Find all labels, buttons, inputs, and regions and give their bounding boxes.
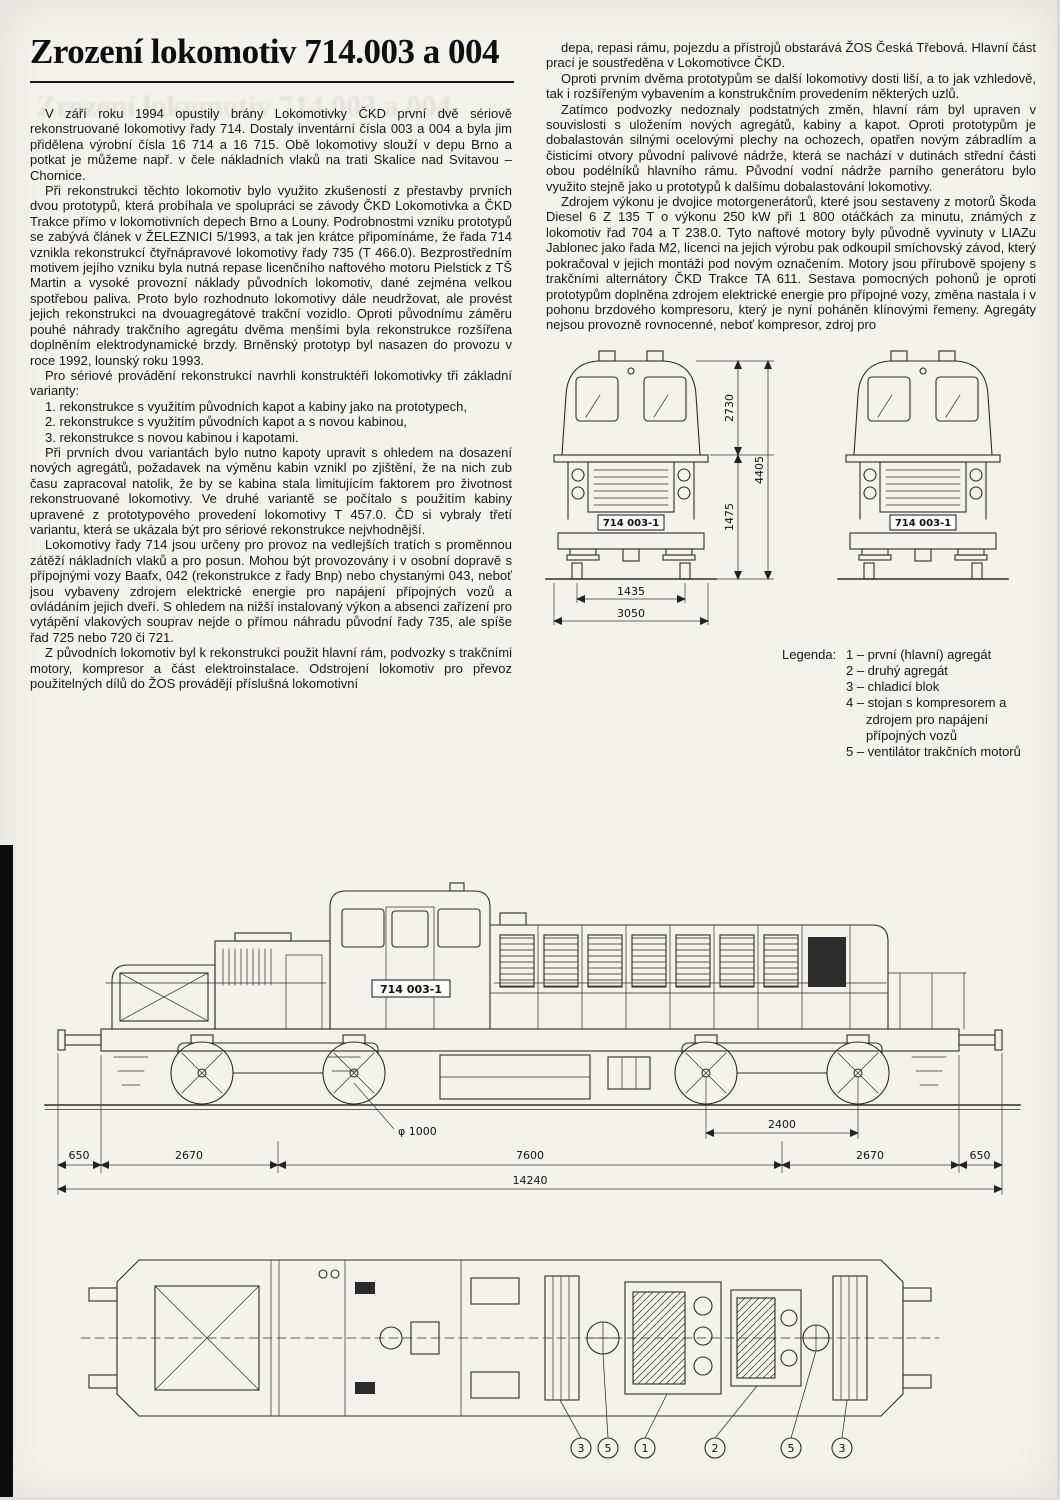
- bogie-right: [674, 1034, 890, 1105]
- callout-ventilator-right: 5: [788, 1442, 795, 1455]
- paragraph: Z původních lokomotiv byl k rekonstrukci…: [30, 645, 512, 692]
- paragraph: Oproti prvním dvěma prototypům se další …: [546, 70, 1036, 102]
- dim-wheel-diameter: φ 1000: [398, 1125, 437, 1138]
- side-view-drawing: 714 003-1: [44, 882, 1021, 1195]
- callout-ventilator-left: 5: [605, 1442, 612, 1455]
- legend-items: 1 – první (hlavní) agregát 2 – druhý agr…: [846, 647, 1040, 760]
- dim-seg-650-left: 650: [69, 1149, 90, 1162]
- top-view-drawing: 3 5 1 2 5 3: [80, 1259, 940, 1459]
- legend: Legenda: 1 – první (hlavní) agregát 2 – …: [782, 647, 1040, 760]
- scan-artifact-right-edge: [1057, 0, 1060, 1500]
- variant-item-1: 1. rekonstrukce s využitím původních kap…: [45, 398, 468, 414]
- variant-item-3: 3. rekonstrukce s novou kabinou i kapota…: [45, 429, 299, 445]
- callout-aggregate-2: 2: [712, 1442, 719, 1455]
- legend-item-2: 2 – druhý agregát: [846, 662, 948, 678]
- paragraph: Pro sériové provádění rekonstrukcí navrh…: [30, 367, 512, 399]
- dim-inner-width: 1435: [617, 585, 645, 598]
- dim-axle-distance: 2400: [768, 1118, 796, 1131]
- callout-cooling-right: 3: [839, 1442, 846, 1455]
- underframe-equipment: [113, 1054, 947, 1100]
- rails: [44, 1104, 1021, 1110]
- side-view-dimension-lines: [57, 1053, 1003, 1195]
- dim-seg-650-right: 650: [970, 1149, 991, 1162]
- legend-label: Legenda:: [782, 646, 837, 662]
- loco-body: 714 003-1: [105, 882, 967, 1030]
- top-view-callout-leaders: [559, 1350, 848, 1439]
- article-title-block: Zrození lokomotiv 714.003 a 004: [30, 32, 514, 83]
- right-text-column: depa, repasi rámu, pojezdu a přístrojů o…: [545, 40, 1036, 760]
- main-frame: [57, 1028, 1003, 1052]
- paragraph: Při rekonstrukci těchto lokomotiv bylo v…: [30, 183, 512, 368]
- legend-item-5: 5 – ventilátor trakčních motorů: [846, 743, 1021, 759]
- left-text-column: V září roku 1994 opustily brány Lokomoti…: [30, 106, 512, 691]
- page-title: Zrození lokomotiv 714.003 a 004: [30, 32, 499, 71]
- top-view-outline: [80, 1259, 940, 1417]
- legend-item-3: 3 – chladicí blok: [846, 679, 940, 695]
- paragraph: V září roku 1994 opustily brány Lokomoti…: [30, 106, 512, 183]
- dim-frame-height: 1475: [723, 503, 736, 531]
- legend-item-1: 1 – první (hlavní) agregát: [846, 646, 992, 662]
- dim-total-length: 14240: [513, 1174, 548, 1187]
- dim-seg-2670-left: 2670: [175, 1149, 203, 1162]
- dim-upper-height: 2730: [723, 394, 736, 422]
- paragraph: Zatímco podvozky nedoznaly podstatných z…: [546, 101, 1036, 194]
- front-view-left-loco: [545, 349, 717, 580]
- front-view-right-loco: [837, 349, 1009, 580]
- variant-item-2: 2. rekonstrukce s využitím původních kap…: [45, 414, 408, 430]
- paragraph: Lokomotivy řady 714 jsou určeny pro prov…: [30, 537, 512, 645]
- scan-artifact-left-strip: [0, 845, 13, 1500]
- dim-seg-2670-right: 2670: [856, 1149, 884, 1162]
- top-view-callouts: [570, 1437, 853, 1459]
- scan-artifact-bottom-edge: [0, 1497, 1060, 1500]
- front-view-drawing: 714 003-1: [545, 349, 1009, 625]
- dim-total-height: 4405: [753, 456, 766, 484]
- paragraph: depa, repasi rámu, pojezdu a přístrojů o…: [546, 40, 1036, 71]
- loco-number-plate-side: 714 003-1: [380, 983, 442, 996]
- paragraph: Zdrojem výkonu je dvojice motorgenerátor…: [546, 194, 1036, 333]
- front-view-dimension-lines: [553, 359, 774, 625]
- legend-item-4: 4 – stojan s kompresorem a zdrojem pro n…: [846, 695, 1007, 743]
- dim-overall-width: 3050: [617, 607, 645, 620]
- callout-cooling-left: 3: [578, 1442, 585, 1455]
- callout-aggregate-1: 1: [642, 1442, 649, 1455]
- paragraph: Při prvních dvou variantách bylo nutno k…: [30, 444, 512, 537]
- dim-seg-7600: 7600: [516, 1149, 544, 1162]
- top-view-equipment: [154, 1259, 868, 1417]
- bogie-left: [170, 1034, 386, 1105]
